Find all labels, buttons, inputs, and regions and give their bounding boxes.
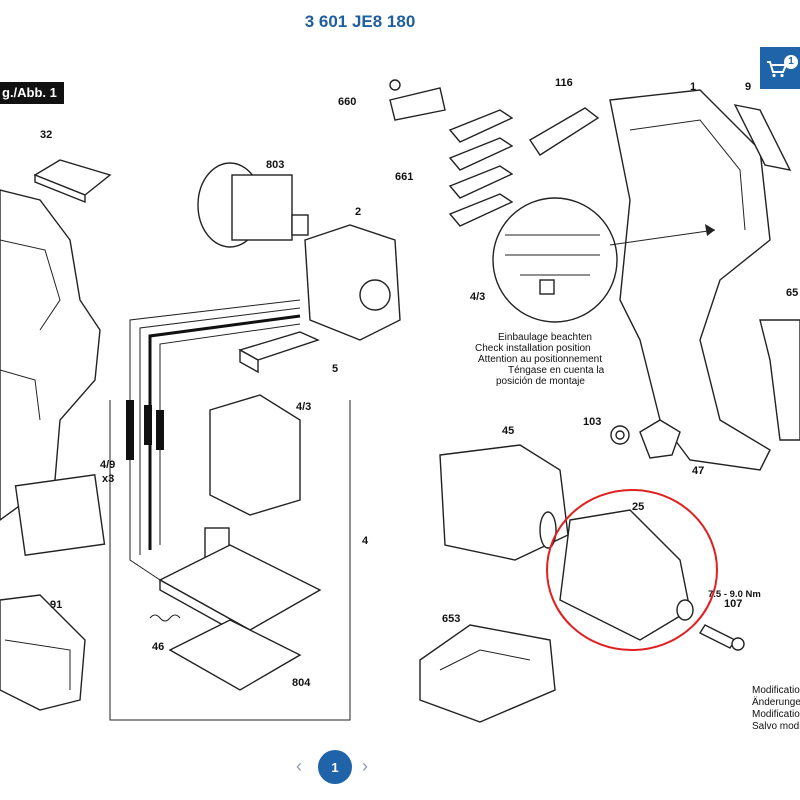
callout-9: 9 [745,81,751,93]
install-note-line-3: Attention au positionnement [478,354,602,365]
part-32-drawing [33,159,112,204]
part-116-drawing [529,107,600,156]
part-91-battery-drawing [0,594,86,711]
callout-661: 661 [395,171,413,183]
modification-line-1: Modification [752,685,800,696]
callout-116: 116 [555,77,573,89]
exploded-parts-diagram: 32 660 116 1 9 803 661 2 4/3 65 5 4/3 4/… [0,77,800,732]
part-107-screw-drawing [698,624,745,651]
chevron-left-icon[interactable]: ‹ [296,756,302,776]
install-note-line-4: Téngase en cuenta la [508,365,605,376]
cart-icon [767,61,788,78]
part-803-motor-drawing [197,162,309,248]
tool-housing-left [0,189,106,557]
cart-count-badge: 1 [784,55,798,69]
part-9-drawing [733,104,792,171]
page-title: 3 601 JE8 180 [304,12,416,31]
part-804-drawing [168,619,302,691]
callout-1: 1 [690,81,696,93]
wire-harness-drawing [126,299,301,581]
page-1-button[interactable]: 1 [318,750,352,784]
part-46-spring-drawing [149,614,181,622]
part-25-chuck-drawing [546,489,718,651]
part-1-housing-drawing [609,89,771,471]
callout-46: 46 [152,641,164,653]
part-2-drawing [304,224,401,341]
modification-line-3: Modification [752,709,800,720]
install-note-line-5: posición de montaje [496,376,585,387]
install-note-line-2: Check installation position [475,343,591,354]
callout-x3: x3 [102,473,114,485]
part-5-drawing [238,331,320,374]
installation-detail-inset [492,197,716,323]
callout-32: 32 [40,129,52,141]
part-661-drawing [448,109,514,227]
torque-label: 7.5 - 9.0 Nm [708,589,761,600]
figure-label: g./Abb. 1 [0,82,64,104]
callout-4: 4 [362,535,369,547]
cart-button[interactable]: 1 [760,47,800,89]
callout-803: 803 [266,159,284,171]
callout-107: 107 [724,598,742,610]
pagination: ‹ 1 › [0,750,680,786]
part-653-charger-drawing [419,624,556,723]
callout-25: 25 [632,501,644,513]
callout-804: 804 [292,677,311,689]
callout-47: 47 [692,465,704,477]
callout-4-9: 4/9 [100,459,115,471]
install-note-line-1: Einbaulage beachten [498,332,592,343]
callout-91: 91 [50,599,62,611]
chevron-right-icon[interactable]: › [362,756,368,776]
part-65-drawing [759,319,800,441]
part-103-drawing [610,425,630,445]
modification-line-4: Salvo modif [752,721,800,732]
part-47-drawing [639,419,681,459]
part-45-gearbox-drawing [439,444,569,561]
callout-5: 5 [332,363,338,375]
callout-65: 65 [786,287,798,299]
callout-103: 103 [583,416,601,428]
callout-4-3-mid: 4/3 [296,401,311,413]
callout-653: 653 [442,613,460,625]
callout-4-3-top: 4/3 [470,291,485,303]
modification-line-2: Änderungen [752,696,800,708]
callout-660: 660 [338,96,356,108]
callout-2: 2 [355,206,361,218]
callout-45: 45 [502,425,514,437]
part-660-drawing [389,79,446,121]
